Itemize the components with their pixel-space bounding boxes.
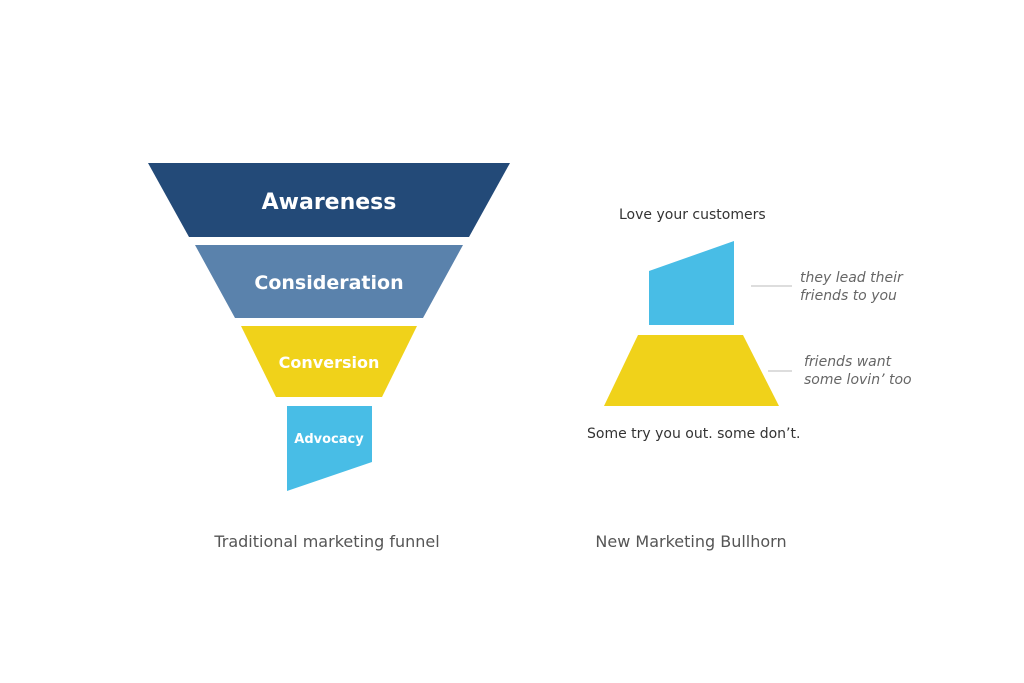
bullhorn-side-note-2-line-2: some lovin’ too [804, 372, 912, 388]
funnel-stage-awareness [148, 163, 510, 237]
bullhorn-top-note: Love your customers [619, 207, 766, 223]
funnel-stage-advocacy-label: Advocacy [294, 432, 364, 447]
funnel-stage-conversion-label: Conversion [279, 353, 380, 372]
bullhorn-side-note-1-line-2: friends to you [800, 288, 897, 304]
funnel-stage-consideration [195, 245, 463, 318]
bullhorn-bottom-shape [604, 335, 779, 406]
traditional-funnel: Awareness Consideration Conversion Advoc… [148, 163, 510, 551]
funnel-stage-consideration-label: Consideration [254, 272, 403, 294]
bullhorn-top-shape [649, 241, 734, 325]
bullhorn-caption: New Marketing Bullhorn [595, 532, 786, 551]
new-marketing-bullhorn: Love your customers they lead their frie… [587, 207, 912, 551]
funnel-stage-advocacy [287, 406, 372, 491]
funnel-stage-conversion [241, 326, 417, 397]
bullhorn-bottom-note: Some try you out. some don’t. [587, 426, 800, 442]
funnel-stage-awareness-label: Awareness [262, 190, 397, 215]
bullhorn-side-note-2-line-1: friends want [804, 354, 892, 370]
funnel-caption: Traditional marketing funnel [213, 532, 439, 551]
bullhorn-side-note-1-line-1: they lead their [800, 270, 904, 286]
